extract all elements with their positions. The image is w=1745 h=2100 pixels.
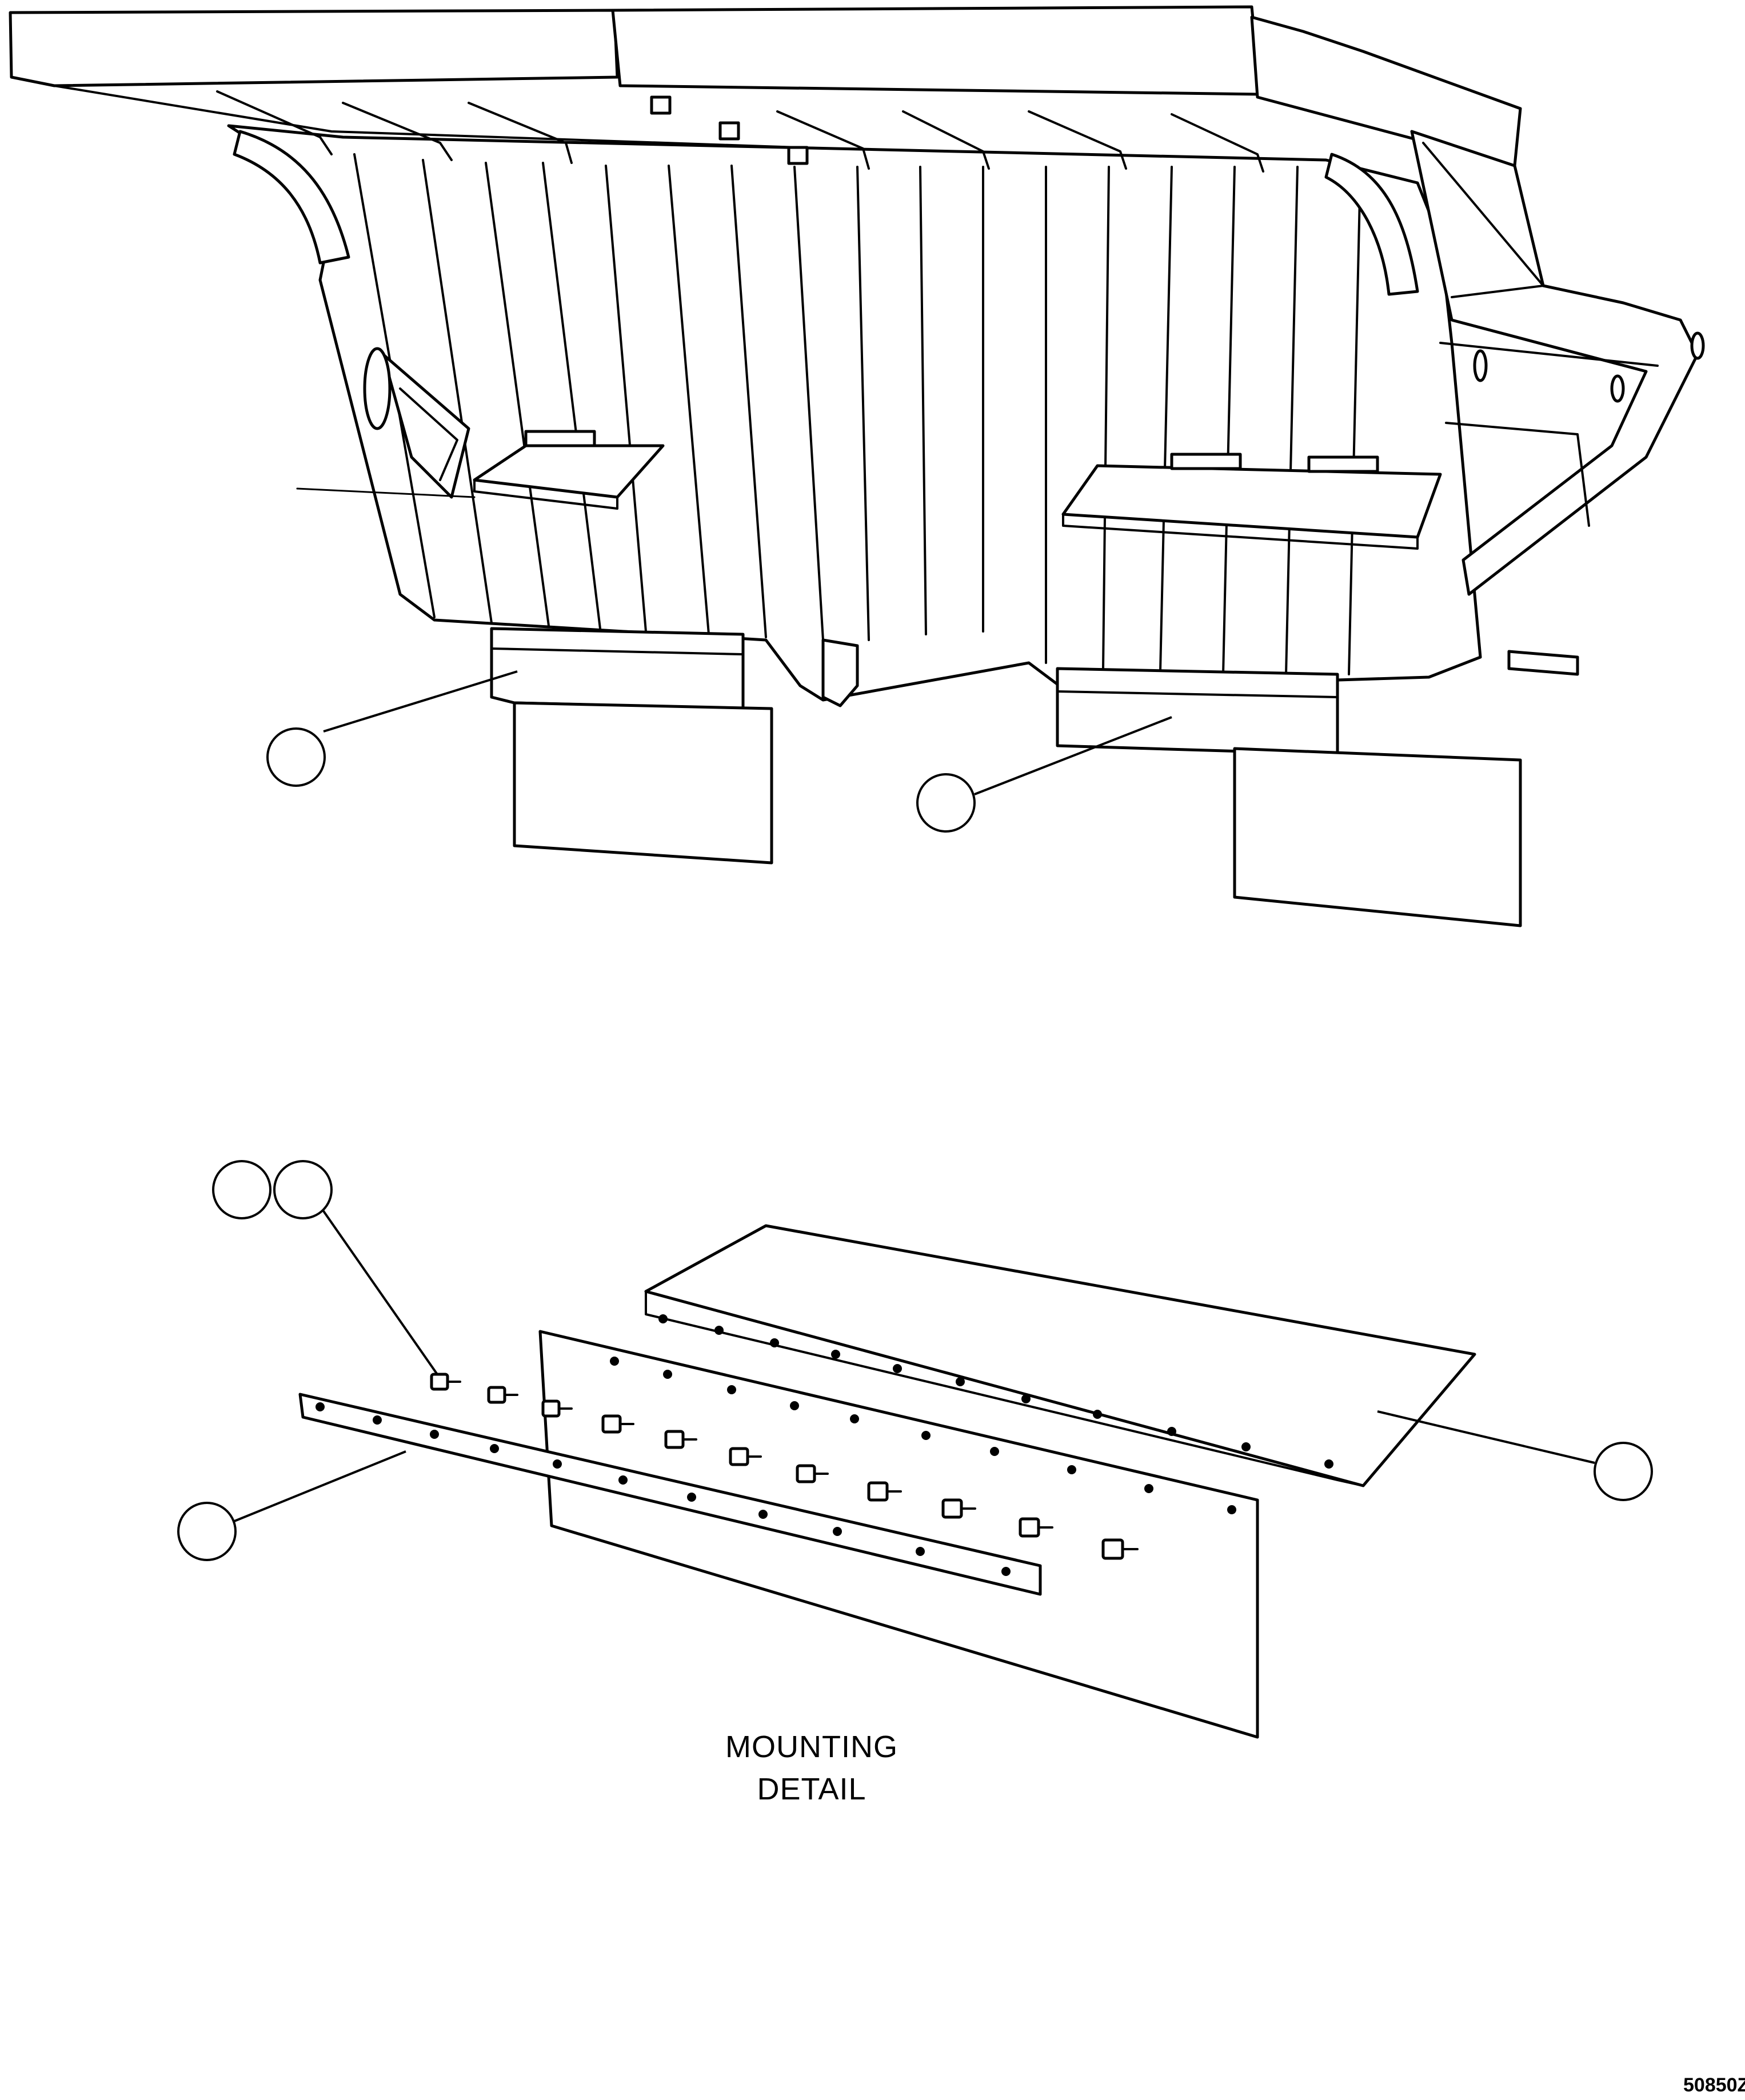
fender-left [233,130,350,265]
top-clips [650,95,809,165]
callout-6-leader [1377,1410,1595,1464]
callout-1 [266,727,326,787]
bolt [1019,1517,1053,1538]
body-ribs [353,153,1361,675]
deflector-holes [658,1314,1333,1469]
callout-group-top [266,670,1172,833]
bolt [729,1447,762,1466]
detail-caption: MOUNTING DETAIL [640,1726,983,1810]
detail-caption-line2: DETAIL [757,1772,866,1806]
dump-body-assembly [9,5,1705,927]
detail-caption-line1: MOUNTING [725,1730,898,1764]
callout-3 [212,1160,271,1219]
callout-2-leader [974,716,1172,795]
mud-flap-left [490,627,773,865]
canopy-rail-right [1250,15,1522,167]
callout-1-leader [323,670,518,733]
bolt [867,1481,902,1502]
callout-4 [273,1160,333,1219]
bolt [664,1430,697,1449]
bolt [541,1399,573,1418]
center-bracket [821,638,859,707]
callout-5-leader [234,1450,406,1522]
flap-holes [610,1357,1236,1514]
fender-right [1324,153,1419,296]
callout-4-leader [322,1209,438,1375]
mount-plate-right [1061,464,1442,539]
mud-flap-right [1056,650,1579,927]
canopy-rail-left [9,9,619,87]
bolt [941,1498,976,1519]
figure-number: 50850Z [1683,2074,1745,2096]
bolt [601,1414,634,1434]
callout-5 [177,1502,237,1561]
bolt [1101,1538,1139,1560]
callout-2 [916,773,976,833]
mounting-detail [298,1224,1476,1739]
clamp-bar [298,1393,1042,1596]
antenna-wire [296,487,476,498]
body-side-panel [227,124,1482,702]
clamp-bar-holes [316,1402,1011,1576]
deflector-plate [644,1224,1476,1487]
rib-caps [216,90,1264,173]
canopy-rail-center [611,5,1262,96]
bolt [430,1373,461,1391]
callout-6 [1594,1442,1653,1501]
mount-plate-left [473,444,665,499]
mounting-bolts [430,1373,1139,1560]
bolt [796,1464,829,1483]
callout-group-detail [177,1160,1653,1561]
bolt [487,1386,518,1404]
